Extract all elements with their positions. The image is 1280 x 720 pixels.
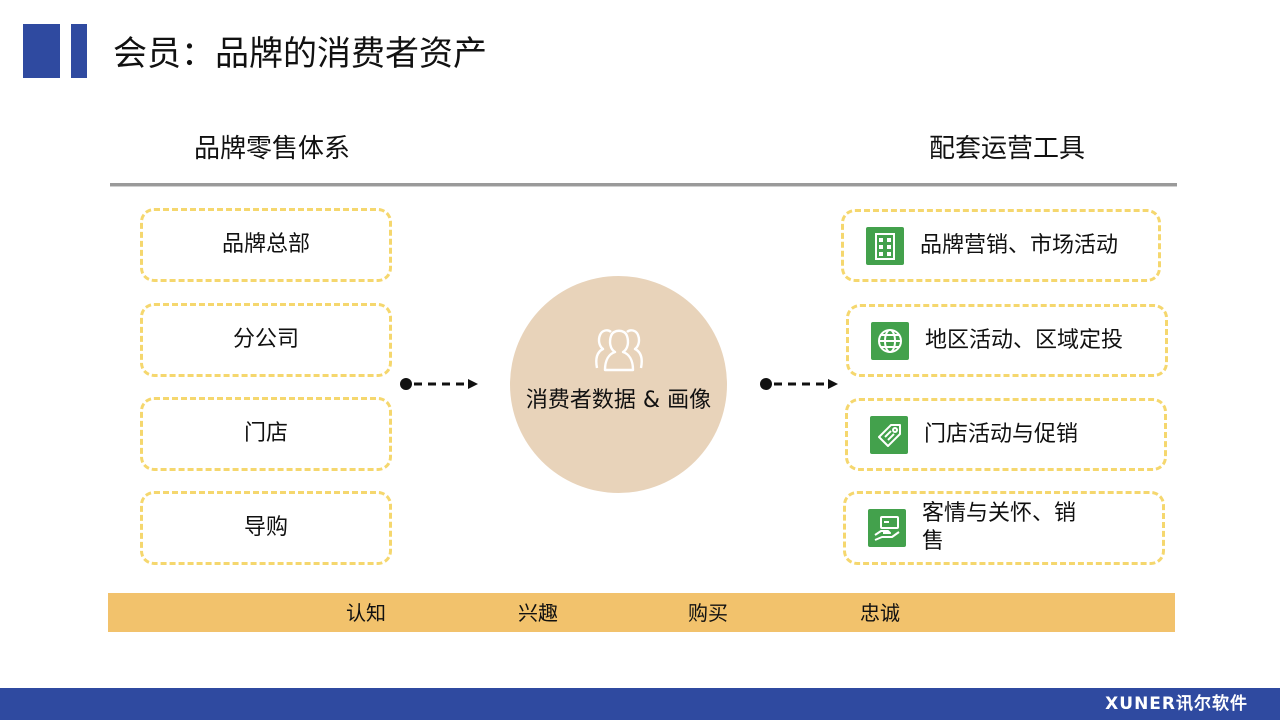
customer-journey-band	[108, 593, 1175, 632]
tool-regional-activity: 地区活动、区域定投	[846, 304, 1168, 377]
globe-icon	[871, 321, 909, 360]
tool-label: 地区活动、区域定投	[925, 327, 1124, 353]
footer-brand-logo: XUNER讯尔软件	[1105, 694, 1248, 714]
tool-label: 门店活动与促销	[924, 421, 1079, 447]
left-column-header: 品牌零售体系	[194, 134, 351, 164]
users-group-icon	[595, 329, 643, 372]
consumer-data-circle	[510, 276, 727, 493]
left-item-headquarters: 品牌总部	[140, 208, 392, 282]
left-item-store: 门店	[140, 397, 392, 471]
arrow-left-to-center	[400, 378, 478, 390]
left-item-branch: 分公司	[140, 303, 392, 377]
left-item-label: 分公司	[232, 327, 299, 352]
left-item-label: 门店	[243, 421, 288, 446]
footer-bar	[0, 688, 1280, 720]
price-tag-icon	[870, 415, 908, 454]
left-item-label: 品牌总部	[221, 232, 310, 257]
left-item-guide: 导购	[140, 491, 392, 565]
arrow-center-to-tools	[760, 378, 838, 390]
stage-awareness: 认知	[346, 601, 386, 625]
header-divider	[110, 183, 1177, 187]
consumer-data-label: 消费者数据 & 画像	[525, 388, 712, 413]
building-icon	[866, 226, 904, 265]
stage-loyalty: 忠诚	[860, 601, 900, 625]
hand-card-icon	[868, 509, 906, 547]
stage-interest: 兴趣	[518, 601, 558, 625]
right-column-header: 配套运营工具	[929, 134, 1086, 164]
stage-purchase: 购买	[688, 601, 728, 625]
tool-label: 客情与关怀、销售	[922, 501, 1077, 554]
tool-store-promotion: 门店活动与促销	[845, 398, 1167, 471]
tool-brand-marketing: 品牌营销、市场活动	[841, 209, 1161, 282]
title-accent-bar-small	[71, 24, 87, 78]
tool-customer-care: 客情与关怀、销售	[843, 491, 1165, 565]
left-item-label: 导购	[243, 515, 288, 540]
title-accent-bar	[23, 24, 60, 78]
tool-label: 品牌营销、市场活动	[920, 232, 1119, 258]
page-title: 会员：品牌的消费者资产	[113, 34, 487, 74]
